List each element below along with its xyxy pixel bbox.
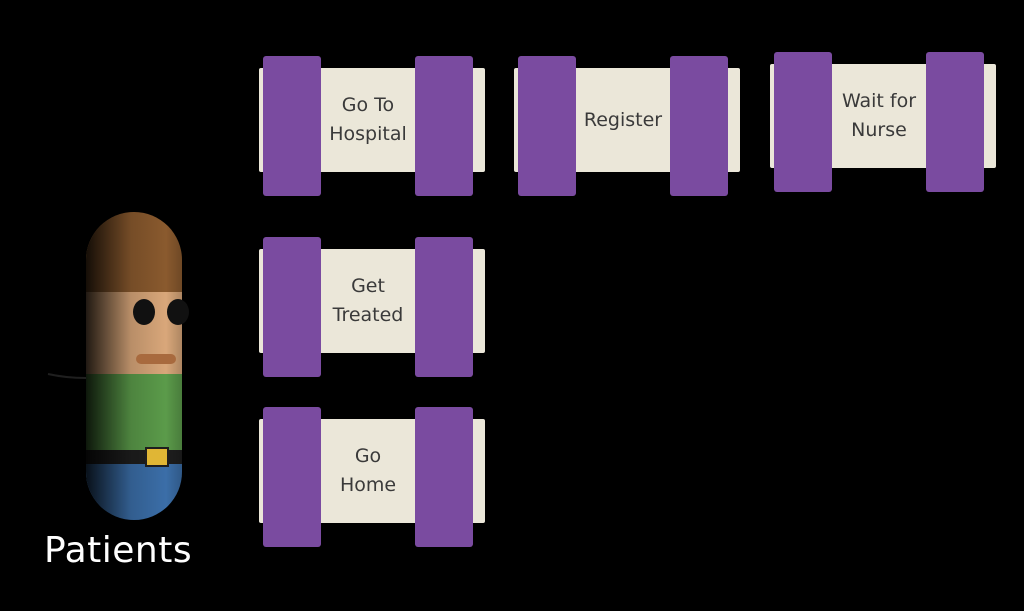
step-register: Register: [514, 56, 740, 198]
step-left-post: [263, 407, 321, 547]
patient-character: [46, 206, 196, 526]
step-left-post: [263, 237, 321, 377]
patients-label: Patients: [44, 530, 193, 571]
step-right-post: [415, 56, 473, 196]
patient-figure-icon: [47, 212, 189, 520]
step-right-post: [415, 237, 473, 377]
step-left-post: [774, 52, 832, 192]
step-go-to-hospital: Go To Hospital: [259, 56, 485, 198]
step-right-post: [415, 407, 473, 547]
step-left-post: [518, 56, 576, 196]
step-label: Wait for Nurse: [841, 90, 917, 141]
step-label: Go Home: [339, 445, 397, 496]
step-wait-for-nurse: Wait for Nurse: [770, 52, 996, 194]
step-label: Go To Hospital: [329, 94, 407, 145]
step-right-post: [926, 52, 984, 192]
step-go-home: Go Home: [259, 407, 485, 549]
step-label: Get Treated: [332, 275, 404, 326]
step-label: Register: [583, 108, 663, 131]
step-get-treated: Get Treated: [259, 237, 485, 379]
step-left-post: [263, 56, 321, 196]
step-right-post: [670, 56, 728, 196]
